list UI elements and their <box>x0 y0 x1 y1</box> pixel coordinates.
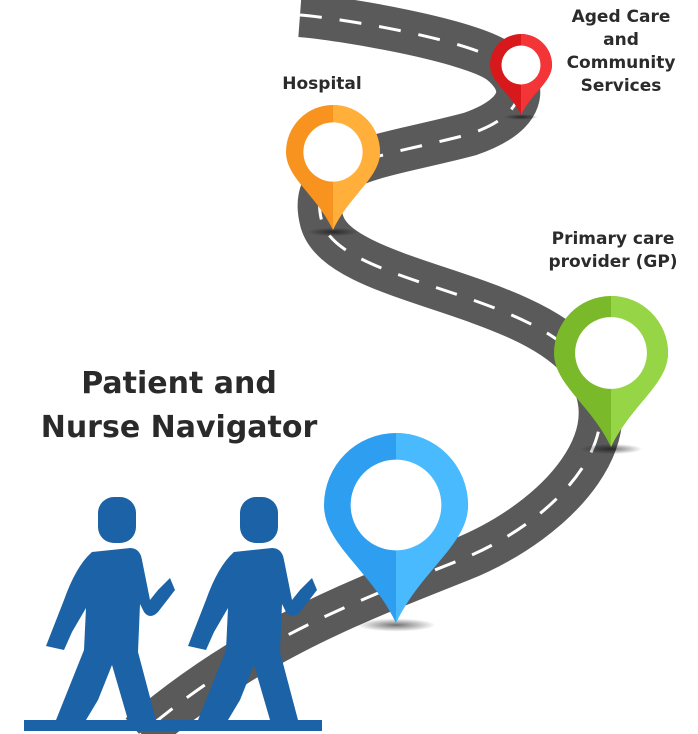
walking-people-icon <box>46 497 317 720</box>
pin-shadow <box>503 114 539 120</box>
map-pin-icon <box>490 34 552 120</box>
walker-body <box>46 548 175 720</box>
pin-hole <box>303 122 363 182</box>
map-pin-icon <box>324 433 468 632</box>
pin-hole <box>501 45 541 85</box>
pin-shadow <box>307 227 359 237</box>
pin-shadow <box>579 443 643 455</box>
gp-label: Primary care provider (GP) <box>548 229 678 273</box>
hospital-label: Hospital <box>282 74 362 94</box>
walker-body <box>188 548 317 720</box>
walker-figure <box>46 497 175 720</box>
pin-hole <box>350 459 442 551</box>
walker-head <box>98 497 136 543</box>
walker-figure <box>188 497 317 720</box>
patient-navigator-label: Patient and Nurse Navigator <box>40 366 318 445</box>
aged-care-label: Aged Care and Community Services <box>566 7 676 97</box>
pin-shadow <box>356 618 436 632</box>
map-pin-icon <box>554 296 668 455</box>
map-pin-icon <box>286 104 381 237</box>
ground-bar <box>24 720 322 731</box>
pin-hole <box>575 317 647 389</box>
walker-head <box>240 497 278 543</box>
